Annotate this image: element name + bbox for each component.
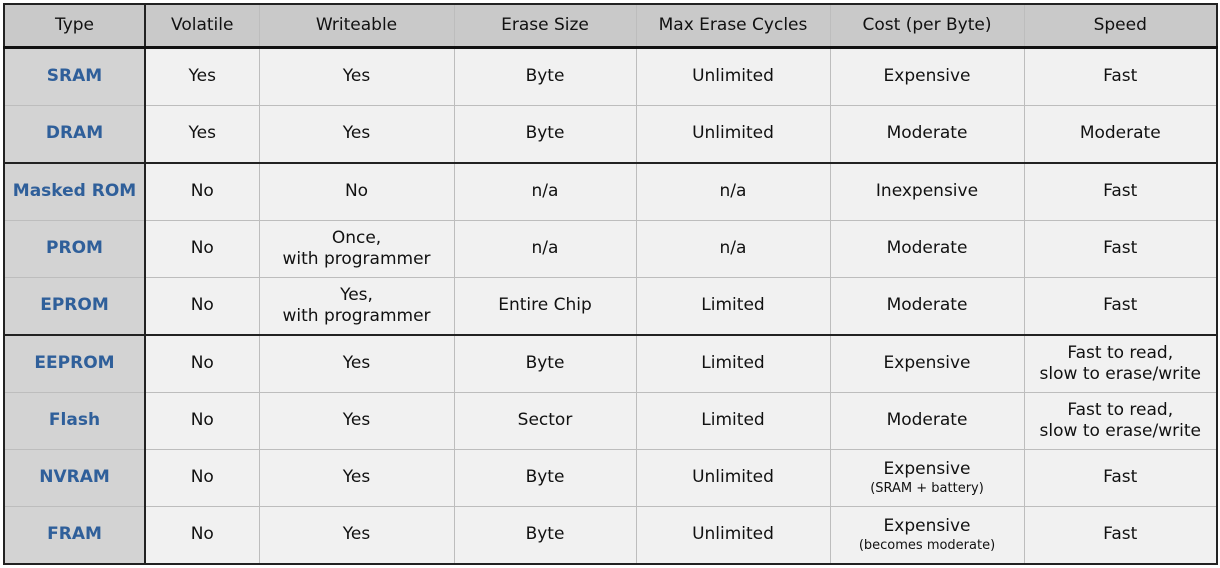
table-row: Flash No Yes Sector Limited Moderate Fas… [3,392,1218,450]
cost-cell: Moderate [829,392,1025,450]
header-volatile: Volatile [144,3,260,49]
erase-size-cell: Byte [453,506,637,565]
erase-size-cell: Byte [453,449,637,507]
cost-cell: Moderate [829,277,1025,336]
volatile-cell: No [144,220,260,278]
max-erase-cycles-cell: Unlimited [635,449,831,507]
writeable-line-2: with programmer [282,249,431,269]
volatile-cell: No [144,506,260,565]
type-cell: EEPROM [3,334,146,393]
writeable-cell: Yes [258,392,455,450]
writeable-cell: No [258,162,455,221]
erase-size-cell: Byte [453,334,637,393]
speed-line-1: Fast to read, [1067,342,1174,363]
cost-cell: Expensive [829,47,1025,106]
volatile-cell: No [144,277,260,336]
speed-cell: Fast [1023,47,1218,106]
table-row: NVRAM No Yes Byte Unlimited Expensive (S… [3,449,1218,507]
table-row: FRAM No Yes Byte Unlimited Expensive (be… [3,506,1218,565]
writeable-line-1: Once, [331,227,382,248]
writeable-cell: Yes [258,105,455,164]
speed-cell: Fast [1023,449,1218,507]
speed-line-2: slow to erase/write [1039,364,1201,384]
type-cell: PROM [3,220,146,278]
max-erase-cycles-cell: Limited [635,334,831,393]
erase-size-cell: Entire Chip [453,277,637,336]
writeable-cell: Once, with programmer [258,220,455,278]
max-erase-cycles-cell: Limited [635,392,831,450]
speed-cell: Moderate [1023,105,1218,164]
cost-cell: Moderate [829,105,1025,164]
volatile-cell: No [144,334,260,393]
volatile-cell: No [144,392,260,450]
speed-cell: Fast [1023,162,1218,221]
writeable-line-1: Yes, [340,284,373,305]
header-erase-size: Erase Size [453,3,637,49]
type-cell: EPROM [3,277,146,336]
cost-cell: Expensive (becomes moderate) [829,506,1025,565]
cost-cell: Expensive (SRAM + battery) [829,449,1025,507]
cost-cell: Inexpensive [829,162,1025,221]
cost-note: (becomes moderate) [858,537,996,553]
table-row: EEPROM No Yes Byte Limited Expensive Fas… [3,334,1218,393]
max-erase-cycles-cell: n/a [635,162,831,221]
type-cell: FRAM [3,506,146,565]
table-row: SRAM Yes Yes Byte Unlimited Expensive Fa… [3,47,1218,106]
writeable-cell: Yes [258,449,455,507]
header-cost: Cost (per Byte) [829,3,1025,49]
cost-value: Expensive [883,516,971,537]
table-row: EPROM No Yes, with programmer Entire Chi… [3,277,1218,336]
speed-cell: Fast to read, slow to erase/write [1023,392,1218,450]
speed-cell: Fast [1023,277,1218,336]
erase-size-cell: n/a [453,162,637,221]
writeable-cell: Yes [258,334,455,393]
volatile-cell: No [144,449,260,507]
header-type: Type [3,3,146,49]
writeable-cell: Yes, with programmer [258,277,455,336]
speed-cell: Fast [1023,506,1218,565]
max-erase-cycles-cell: n/a [635,220,831,278]
table-row: Masked ROM No No n/a n/a Inexpensive Fas… [3,162,1218,221]
type-cell: SRAM [3,47,146,106]
cost-cell: Moderate [829,220,1025,278]
writeable-cell: Yes [258,47,455,106]
volatile-cell: Yes [144,105,260,164]
memory-comparison-table: Type Volatile Writeable Erase Size Max E… [3,3,1218,565]
header-row: Type Volatile Writeable Erase Size Max E… [3,3,1218,49]
erase-size-cell: Sector [453,392,637,450]
header-max-erase-cycles: Max Erase Cycles [635,3,831,49]
speed-cell: Fast to read, slow to erase/write [1023,334,1218,393]
speed-cell: Fast [1023,220,1218,278]
erase-size-cell: n/a [453,220,637,278]
header-writeable: Writeable [258,3,455,49]
type-cell: NVRAM [3,449,146,507]
erase-size-cell: Byte [453,105,637,164]
table-row: PROM No Once, with programmer n/a n/a Mo… [3,220,1218,278]
max-erase-cycles-cell: Unlimited [635,506,831,565]
speed-line-2: slow to erase/write [1039,421,1201,441]
header-speed: Speed [1023,3,1218,49]
type-cell: DRAM [3,105,146,164]
max-erase-cycles-cell: Limited [635,277,831,336]
cost-note: (SRAM + battery) [870,480,984,496]
erase-size-cell: Byte [453,47,637,106]
type-cell: Flash [3,392,146,450]
cost-value: Expensive [883,459,971,480]
writeable-cell: Yes [258,506,455,565]
writeable-line-2: with programmer [282,306,431,326]
max-erase-cycles-cell: Unlimited [635,105,831,164]
speed-line-1: Fast to read, [1067,399,1174,420]
max-erase-cycles-cell: Unlimited [635,47,831,106]
volatile-cell: Yes [144,47,260,106]
type-cell: Masked ROM [3,162,146,221]
table-row: DRAM Yes Yes Byte Unlimited Moderate Mod… [3,105,1218,164]
cost-cell: Expensive [829,334,1025,393]
volatile-cell: No [144,162,260,221]
